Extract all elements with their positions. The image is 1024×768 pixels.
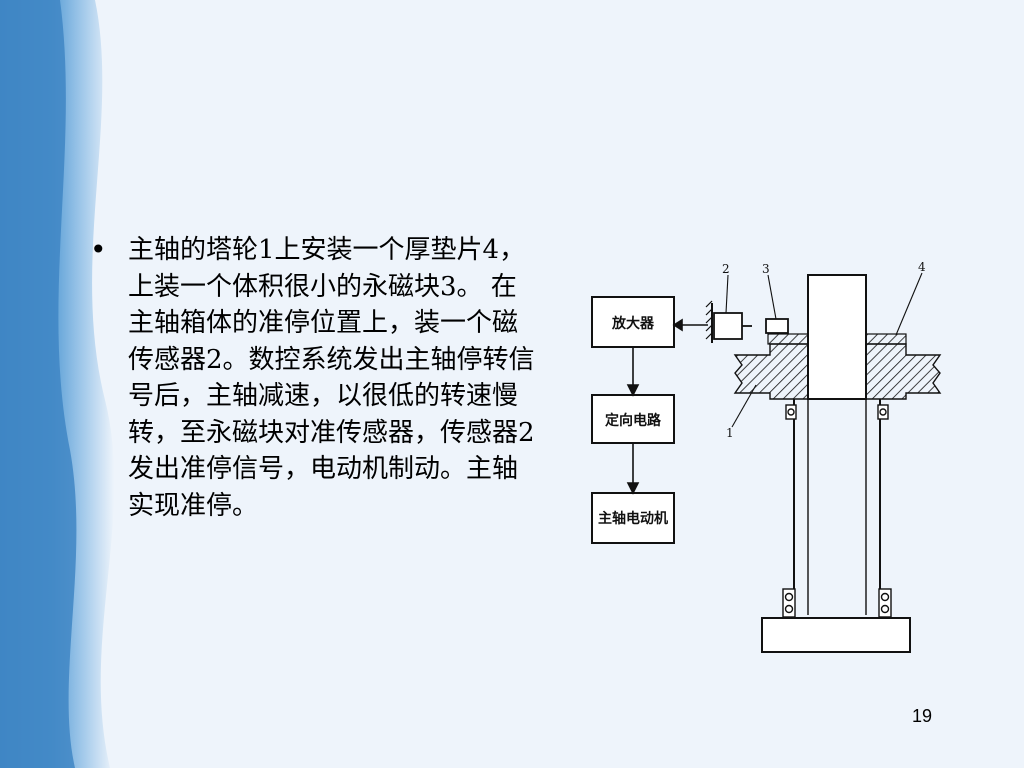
bullet-item: • 主轴的塔轮1上安装一个厚垫片4，上装一个体积很小的永磁块3。 在主轴箱体的准… — [90, 232, 540, 524]
page-number: 19 — [912, 706, 933, 726]
pulley-right — [865, 343, 942, 400]
label-4: 4 — [918, 260, 926, 274]
shim-right — [865, 333, 907, 345]
orientation-circuit-box — [591, 394, 675, 444]
magnetic-sensor — [705, 300, 752, 343]
label-1: 1 — [726, 426, 734, 440]
label-3: 3 — [762, 262, 770, 276]
bullet-text: 主轴的塔轮1上安装一个厚垫片4，上装一个体积很小的永磁块3。 在主轴箱体的准停位… — [128, 235, 535, 521]
spindle-shaft-top — [807, 274, 867, 400]
amplifier-box — [591, 296, 675, 348]
amplifier-label: 放大器 — [611, 315, 655, 332]
spindle-motor-box — [591, 492, 675, 544]
leader-lines — [725, 272, 923, 428]
bearings — [782, 404, 892, 618]
spindle-orientation-diagram: 放大器 定向电路 主轴电动机 — [591, 260, 942, 653]
permanent-magnet — [765, 318, 789, 334]
orientation-circuit-label: 定向电路 — [605, 412, 662, 429]
bullet-marker: • — [90, 233, 107, 266]
flow-arrows — [626, 318, 708, 495]
spindle-motor-label: 主轴电动机 — [598, 510, 668, 527]
shim-left — [767, 333, 809, 345]
spindle-base — [761, 617, 911, 653]
label-2: 2 — [722, 262, 730, 276]
pulley-left — [733, 343, 809, 400]
